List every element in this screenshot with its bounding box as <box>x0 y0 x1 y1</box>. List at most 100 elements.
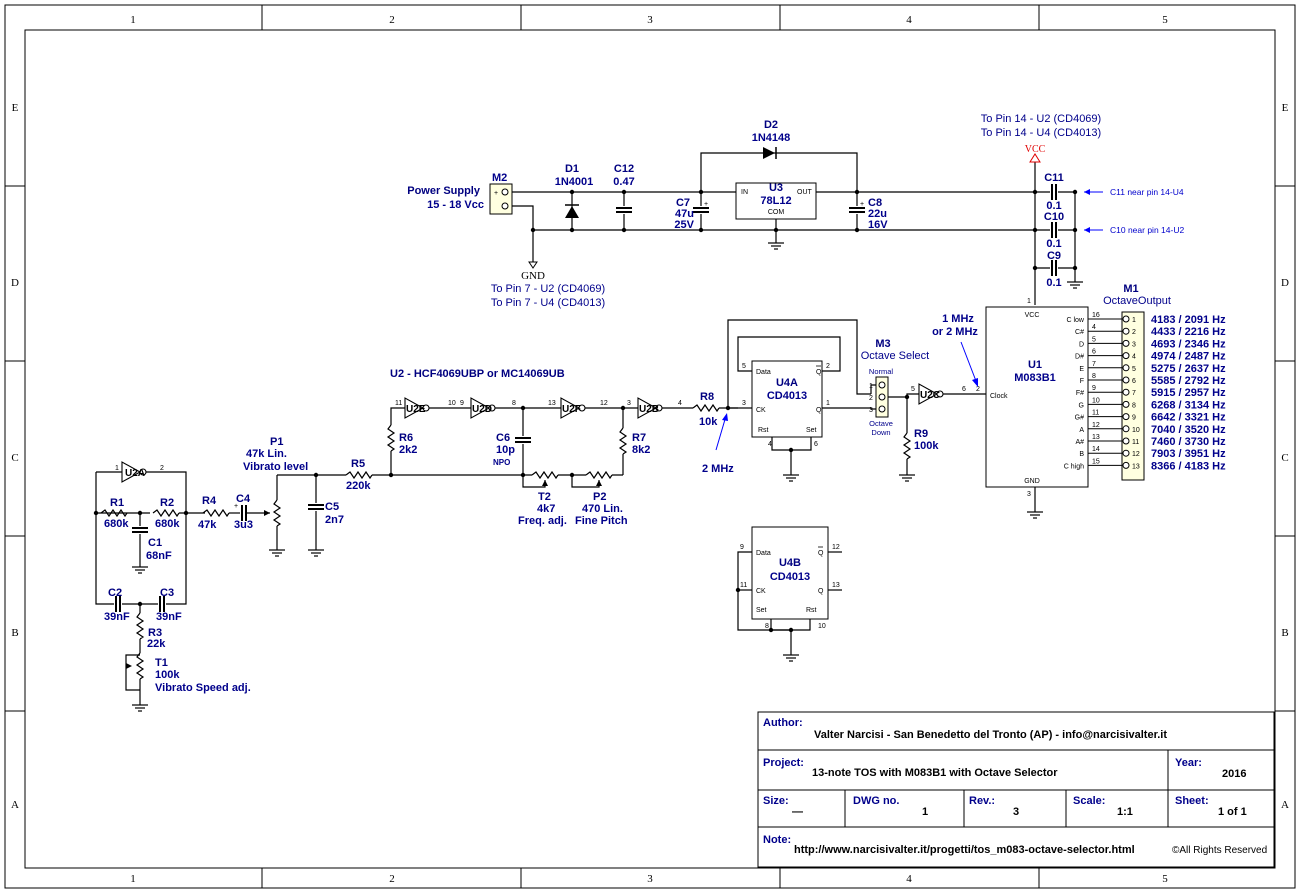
u1-pin-number: 12 <box>1092 422 1100 429</box>
svg-text:9: 9 <box>740 544 744 551</box>
u1-pin-vcc: VCC <box>1025 312 1040 319</box>
output-frequency: 4974 / 2487 Hz <box>1151 351 1226 363</box>
u1-value: M083B1 <box>1014 372 1056 384</box>
c6-value: 10p <box>496 444 515 456</box>
r3-value: 22k <box>147 638 166 650</box>
u1-pin-number: 7 <box>1092 361 1096 368</box>
u4a-pin-set: Set <box>806 427 817 434</box>
octave-select-switch[interactable]: M3 Octave Select Normal Octave Down 123 <box>861 338 929 437</box>
m1-pin-hole <box>1122 437 1130 445</box>
u1-pin-number: 16 <box>1092 312 1100 319</box>
u4a-pin-qbar: Q <box>816 369 822 376</box>
col-label-top: 1 <box>130 14 136 26</box>
d1-ref: D1 <box>565 163 579 175</box>
svg-text:11: 11 <box>740 582 747 589</box>
svg-text:10: 10 <box>818 623 826 630</box>
u3-regulator <box>735 182 817 220</box>
c7-value: 47u <box>675 208 694 220</box>
drawing-frame: 1 2 3 4 5 1 2 3 4 5 E D C B A E D C B A <box>4 4 1296 889</box>
sheet-label: Sheet: <box>1175 795 1209 807</box>
plus-sign: + <box>494 190 498 197</box>
u2d-ref: U2D <box>472 404 492 415</box>
r1-ref: R1 <box>110 497 124 509</box>
output-frequency: 4433 / 2216 Hz <box>1151 326 1226 338</box>
m1-pin-number: 13 <box>1132 463 1140 470</box>
u1-pin-number: 14 <box>1092 446 1100 453</box>
u1-body <box>985 306 1089 488</box>
rev-label: Rev.: <box>969 795 995 807</box>
r8-ref: R8 <box>700 391 714 403</box>
output-frequency: 4183 / 2091 Hz <box>1151 314 1226 326</box>
c11-value: 0.1 <box>1046 200 1061 212</box>
r7-value: 8k2 <box>632 444 650 456</box>
r9-value: 100k <box>914 440 939 452</box>
svg-text:2: 2 <box>160 465 164 472</box>
col-label-bottom: 1 <box>130 873 136 885</box>
c1-value: 68nF <box>146 550 172 562</box>
svg-text:13: 13 <box>832 582 840 589</box>
gnd-label: GND <box>521 270 545 282</box>
p2-desc: Fine Pitch <box>575 515 628 527</box>
title-block: Author: Valter Narcisi - San Benedetto d… <box>757 711 1275 868</box>
u1-note-label: C low <box>1066 317 1084 324</box>
u1-pin-gnd: GND <box>1024 478 1040 485</box>
u4b-pin-rst: Rst <box>806 607 817 614</box>
u4b-pin-q: Q <box>818 588 824 595</box>
m1-pin-number: 7 <box>1132 390 1136 397</box>
m1-pin-number: 1 <box>1132 317 1136 324</box>
u4b-ref: U4B <box>779 557 801 569</box>
u4b-flipflop: Data CK Set Rst Q Q U4B CD4013 911 1213 … <box>735 526 842 662</box>
c5-ref: C5 <box>325 501 339 513</box>
r9-ref: R9 <box>914 428 928 440</box>
u4a-pin-data: Data <box>756 369 771 376</box>
m1-pin-hole <box>1122 449 1130 457</box>
u1-note-label: G <box>1079 402 1084 409</box>
svg-text:+: + <box>704 201 708 208</box>
c3-value: 39nF <box>156 611 182 623</box>
u1-pin-number: 9 <box>1092 385 1096 392</box>
c8-voltage: 16V <box>868 219 888 231</box>
row-label-right: A <box>1281 799 1289 811</box>
r2-ref: R2 <box>160 497 174 509</box>
c12-value: 0.47 <box>613 176 634 188</box>
author-label: Author: <box>763 717 803 729</box>
power-supply-label: Power Supply <box>407 185 481 197</box>
u1-tos-chip: VCC GND Clock U1 M083B1 1 3 C low16C#4D5… <box>985 298 1122 519</box>
c7-voltage: 25V <box>674 219 694 231</box>
svg-text:4: 4 <box>678 400 682 407</box>
c4-value: 3u3 <box>234 519 253 531</box>
d2-value: 1N4148 <box>752 132 791 144</box>
power-supply-section: Power Supply 15 - 18 Vcc M2 + GND To Pin… <box>407 113 1184 309</box>
row-label-left: B <box>11 627 18 639</box>
c1-ref: C1 <box>148 537 162 549</box>
svg-text:12: 12 <box>832 544 840 551</box>
output-frequency: 5585 / 2792 Hz <box>1151 375 1226 387</box>
u2b-ref: U2B <box>639 404 659 415</box>
svg-text:11: 11 <box>395 400 402 407</box>
p1-ref: P1 <box>270 436 283 448</box>
c3-ref: C3 <box>160 587 174 599</box>
m1-pin-hole <box>1122 352 1130 360</box>
u1-pin-number: 15 <box>1092 458 1100 465</box>
r7-ref: R7 <box>632 432 646 444</box>
svg-text:8: 8 <box>765 623 769 630</box>
row-label-left: D <box>11 277 19 289</box>
freq-2mhz: 2 MHz <box>702 463 734 475</box>
sheet-value: 1 of 1 <box>1218 806 1247 818</box>
svg-text:1: 1 <box>1027 298 1031 305</box>
u1-note-label: A <box>1079 427 1084 434</box>
u1-note-label: C high <box>1064 463 1084 470</box>
u3-pin-com: COM <box>768 209 785 216</box>
note-value: http://www.narcisivalter.it/progetti/tos… <box>794 844 1135 856</box>
m2-ref: M2 <box>492 172 507 184</box>
t1-value: 100k <box>155 669 180 681</box>
c6-ref: C6 <box>496 432 510 444</box>
c10-value: 0.1 <box>1046 238 1061 250</box>
dwg-label: DWG no. <box>853 795 899 807</box>
c7-ref: C7 <box>676 197 690 209</box>
u4a-ref: U4A <box>776 377 798 389</box>
svg-text:3: 3 <box>1027 491 1031 498</box>
u1-note-label: D# <box>1075 354 1084 361</box>
